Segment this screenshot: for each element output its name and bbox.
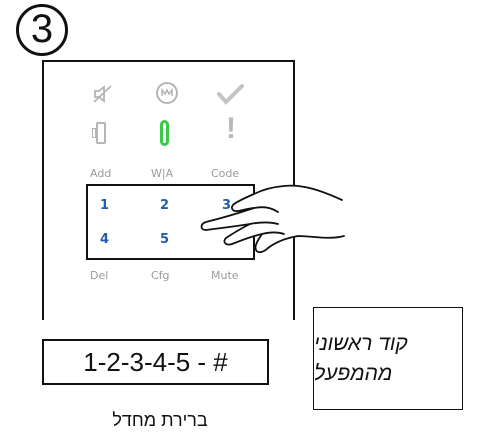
key-2[interactable]: 2 xyxy=(160,198,170,213)
step-number-badge: 3 xyxy=(16,4,68,56)
panel-top-border xyxy=(42,60,295,62)
label-add: Add xyxy=(90,167,112,180)
status-led-green xyxy=(160,120,169,146)
hand-pointing-icon xyxy=(200,184,345,254)
default-caption: ברירת מחדל xyxy=(112,410,208,430)
label-wa: W|A xyxy=(151,167,174,180)
key-1[interactable]: 1 xyxy=(100,198,110,213)
key-3[interactable]: 3 xyxy=(222,198,232,213)
check-icon xyxy=(215,82,245,112)
panel-left-border xyxy=(42,62,44,320)
label-code: Code xyxy=(211,167,240,180)
label-del: Del xyxy=(90,269,109,282)
door-indicator-side xyxy=(92,128,96,138)
code-sequence-box: 1-2-3-4-5 - # xyxy=(42,339,269,385)
step-number: 3 xyxy=(30,7,54,51)
code-sequence-text: 1-2-3-4-5 - # xyxy=(83,346,228,377)
label-mute: Mute xyxy=(211,269,239,282)
key-5[interactable]: 5 xyxy=(160,232,170,247)
speaker-mute-icon xyxy=(88,82,118,112)
factory-code-note: קוד ראשוני מהמפעל xyxy=(313,307,463,410)
note-line-1: קוד ראשוני xyxy=(314,331,408,355)
note-line-2: מהמפעל xyxy=(314,361,393,385)
key-4[interactable]: 4 xyxy=(100,232,110,247)
door-indicator-icon xyxy=(96,122,106,144)
exclamation-icon: ! xyxy=(226,112,236,145)
label-cfg: Cfg xyxy=(151,269,170,282)
m-circle-icon xyxy=(152,80,182,112)
